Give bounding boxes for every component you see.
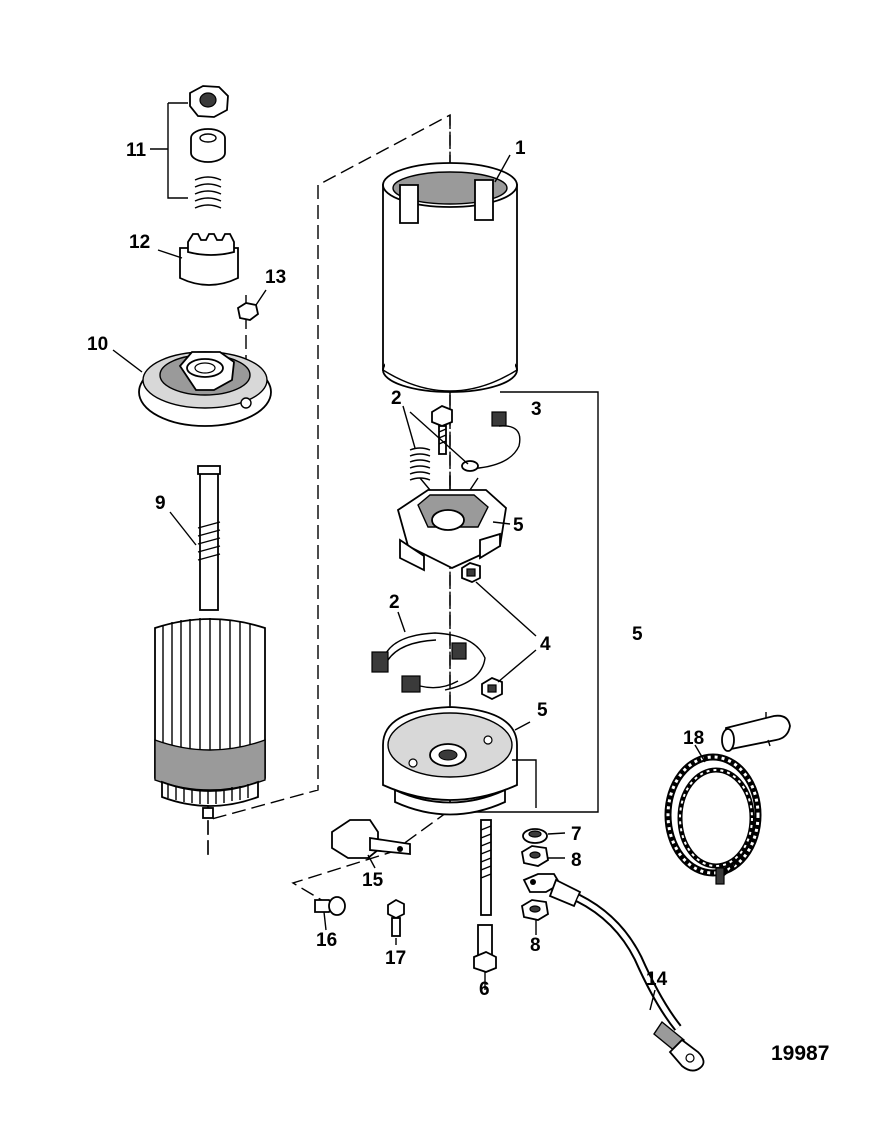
callout-10: 10 xyxy=(87,334,108,355)
callout-17: 17 xyxy=(385,948,406,969)
part-12-pinion-gear xyxy=(157,233,239,286)
callout-8-lower: 8 xyxy=(530,935,541,956)
part-5-brush-holder xyxy=(396,476,511,572)
part-11-nut-washer-spring xyxy=(150,85,229,209)
callout-18: 18 xyxy=(683,728,704,749)
callout-labels: 1 2 2 3 4 5 5 5 6 7 8 8 9 10 11 12 13 14… xyxy=(87,138,829,1065)
part-9-armature xyxy=(154,465,266,819)
part-13-small-nut xyxy=(236,289,267,321)
callout-8-upper: 8 xyxy=(571,850,582,871)
part-2-brush-ring xyxy=(371,611,486,693)
callout-12: 12 xyxy=(129,232,150,253)
callout-11: 11 xyxy=(126,140,147,161)
part-15-bracket xyxy=(331,819,411,869)
callout-16: 16 xyxy=(316,930,337,951)
part-1-housing xyxy=(382,154,518,393)
callout-5-housing: 5 xyxy=(537,700,548,721)
figure-number: 19987 xyxy=(771,1042,829,1065)
part-5-bracket xyxy=(430,391,599,813)
callout-5-bracket: 5 xyxy=(632,624,643,645)
callout-6: 6 xyxy=(479,979,490,1000)
callout-13: 13 xyxy=(265,267,286,288)
callout-15: 15 xyxy=(362,870,384,891)
callout-14: 14 xyxy=(646,969,668,990)
part-17-screw xyxy=(387,898,405,945)
part-7-8-washers-nuts xyxy=(521,828,566,935)
part-4-nuts xyxy=(461,562,537,701)
callout-9: 9 xyxy=(155,493,166,514)
callout-2-lower: 2 xyxy=(389,592,400,613)
callout-7: 7 xyxy=(571,824,582,845)
part-10-end-cap xyxy=(112,349,272,427)
callout-2-upper: 2 xyxy=(391,388,402,409)
callout-5-holder: 5 xyxy=(513,515,524,536)
part-5-end-housing xyxy=(382,706,537,816)
part-6-through-bolt xyxy=(473,819,497,990)
part-18-harness xyxy=(664,712,791,885)
callout-4: 4 xyxy=(540,634,551,655)
part-3-screw-brush xyxy=(431,404,521,472)
part-14-cable xyxy=(522,873,705,1072)
part-16-screw xyxy=(314,896,346,931)
callout-3: 3 xyxy=(531,399,542,420)
callout-1: 1 xyxy=(515,138,526,159)
part-2-springs xyxy=(402,405,469,481)
